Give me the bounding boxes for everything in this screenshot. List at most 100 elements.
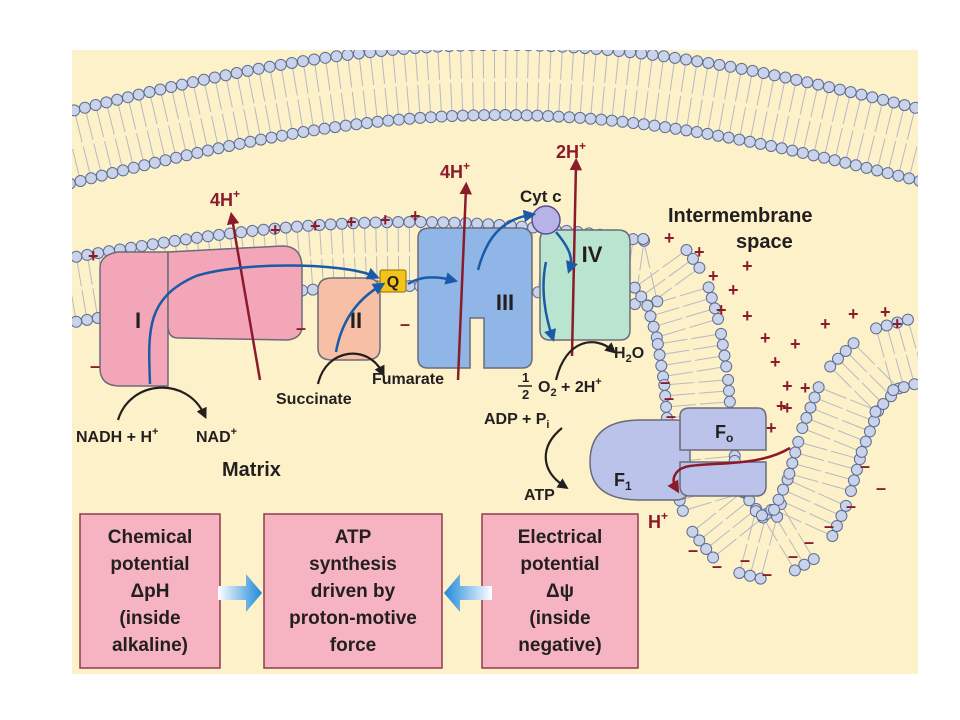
minus-charge: – [876, 478, 886, 498]
complex-ii-label: II [350, 308, 362, 333]
proton-arrow-complex-iv [569, 157, 583, 357]
complex-i: I [99, 245, 303, 387]
fumarate-label: Fumarate [372, 371, 444, 388]
plus-charge: + [310, 216, 321, 236]
intermembrane-label-line2: space [736, 231, 793, 253]
plus-charge: + [708, 266, 719, 286]
minus-charge: – [660, 372, 670, 392]
box-text-line: Electrical [518, 527, 603, 548]
minus-charge: – [804, 532, 814, 552]
box-text-line: synthesis [309, 554, 397, 575]
negative-charges: –––––––––––––––– [90, 314, 886, 584]
plus-charge: + [742, 306, 753, 326]
electron-path-q-to-iii [407, 272, 459, 286]
proton-label-atp-synthase: H+ [648, 509, 668, 532]
box-text-line: potential [520, 554, 599, 575]
atp-label: ATP [524, 487, 555, 504]
box-text-line: ΔpH [131, 581, 170, 602]
complex-iv: IV [539, 229, 631, 341]
proton-label-complex-iii: 4H+ [440, 159, 470, 182]
plus-charge: + [848, 304, 859, 324]
plus-charge: + [716, 300, 727, 320]
cytochrome-c [531, 205, 561, 235]
electron-path-nadh-to-q [147, 264, 380, 385]
minus-charge: – [740, 550, 750, 570]
minus-charge: – [400, 314, 410, 334]
water-label: H2O [614, 345, 644, 365]
complex-iv-label: IV [582, 242, 603, 267]
plus-charge: + [800, 378, 811, 398]
nadh-label: NADH + H+ [76, 426, 158, 446]
box-text-line: potential [110, 554, 189, 575]
box-text-line: (inside [119, 608, 180, 629]
plus-charge: + [892, 314, 903, 334]
plus-charge: + [728, 280, 739, 300]
complex-iii-label: III [496, 290, 514, 315]
complex-ii: II [317, 277, 381, 361]
box-text-line: proton-motive [289, 608, 417, 629]
plus-charge: + [790, 334, 801, 354]
electron-path-iv-to-o2 [542, 261, 556, 342]
positive-charges: +++++++++++++++++++++++++ [88, 206, 903, 438]
plus-charge: + [694, 242, 705, 262]
minus-charge: – [688, 540, 698, 560]
atp-synthase: Fo F1 [589, 407, 767, 501]
box-text-line: alkaline) [112, 635, 188, 656]
fo-label: Fo [715, 422, 733, 445]
arrow-electrical-to-atp [444, 574, 492, 612]
succinate-reaction-arrow [316, 352, 385, 385]
electron-path-succinate-to-q [334, 282, 386, 353]
svg-text:2: 2 [522, 387, 529, 402]
plus-charge: + [776, 396, 787, 416]
quinone-label: Q [387, 274, 399, 291]
minus-charge: – [788, 546, 798, 566]
reaction-arrows [116, 341, 617, 490]
minus-charge: – [860, 456, 870, 476]
svg-text:O2 + 2H+: O2 + 2H+ [538, 376, 602, 399]
proton-arrow-complex-iii [456, 181, 472, 381]
box-text-line: force [330, 635, 376, 656]
outer-membrane [72, 50, 918, 190]
nad-label: NAD+ [196, 426, 237, 446]
electron-flow-arrows [147, 209, 578, 385]
minus-charge: – [664, 388, 674, 408]
minus-charge: – [90, 356, 100, 376]
atp-reaction-arrow [544, 427, 569, 490]
minus-charge: – [296, 318, 306, 338]
minus-charge: – [712, 556, 722, 576]
plus-charge: + [88, 246, 99, 266]
electron-path-cytc-to-iv [555, 231, 578, 274]
quinone: Q [379, 269, 407, 293]
plus-charge: + [760, 328, 771, 348]
box-text-line: negative) [518, 635, 601, 656]
intermembrane-label-line1: Intermembrane [668, 205, 813, 227]
svg-text:1: 1 [522, 370, 529, 385]
f1-label: F1 [614, 470, 632, 493]
proton-arrow-complex-i [226, 211, 262, 381]
proton-labels: 4H+ 4H+ 2H+ H+ [210, 139, 668, 532]
plus-charge: + [380, 210, 391, 230]
proton-arrow-atp-synthase [667, 446, 791, 494]
adp-label: ADP + Pi [484, 411, 549, 431]
box-text-line: ATP [335, 527, 372, 548]
plus-charge: + [346, 212, 357, 232]
proton-label-complex-i: 4H+ [210, 187, 240, 210]
proton-label-complex-iv: 2H+ [556, 139, 586, 162]
plus-charge: + [782, 376, 793, 396]
matrix-label: Matrix [222, 459, 281, 481]
plus-charge: + [742, 256, 753, 276]
box-text-line: Chemical [108, 527, 192, 548]
plus-charge: + [270, 220, 281, 240]
plus-charge: + [410, 206, 421, 226]
oxygen-equation: 1 2 O2 + 2H+ [518, 370, 602, 402]
electron-path-iii-to-cytc [476, 209, 537, 271]
complex-i-label: I [135, 308, 141, 333]
proton-flow-arrows [226, 157, 791, 494]
minus-charge: – [846, 496, 856, 516]
succinate-label: Succinate [276, 391, 352, 408]
box-text-line: Δψ [546, 581, 574, 602]
box-text-line: (inside [529, 608, 590, 629]
plus-charge: + [664, 228, 675, 248]
